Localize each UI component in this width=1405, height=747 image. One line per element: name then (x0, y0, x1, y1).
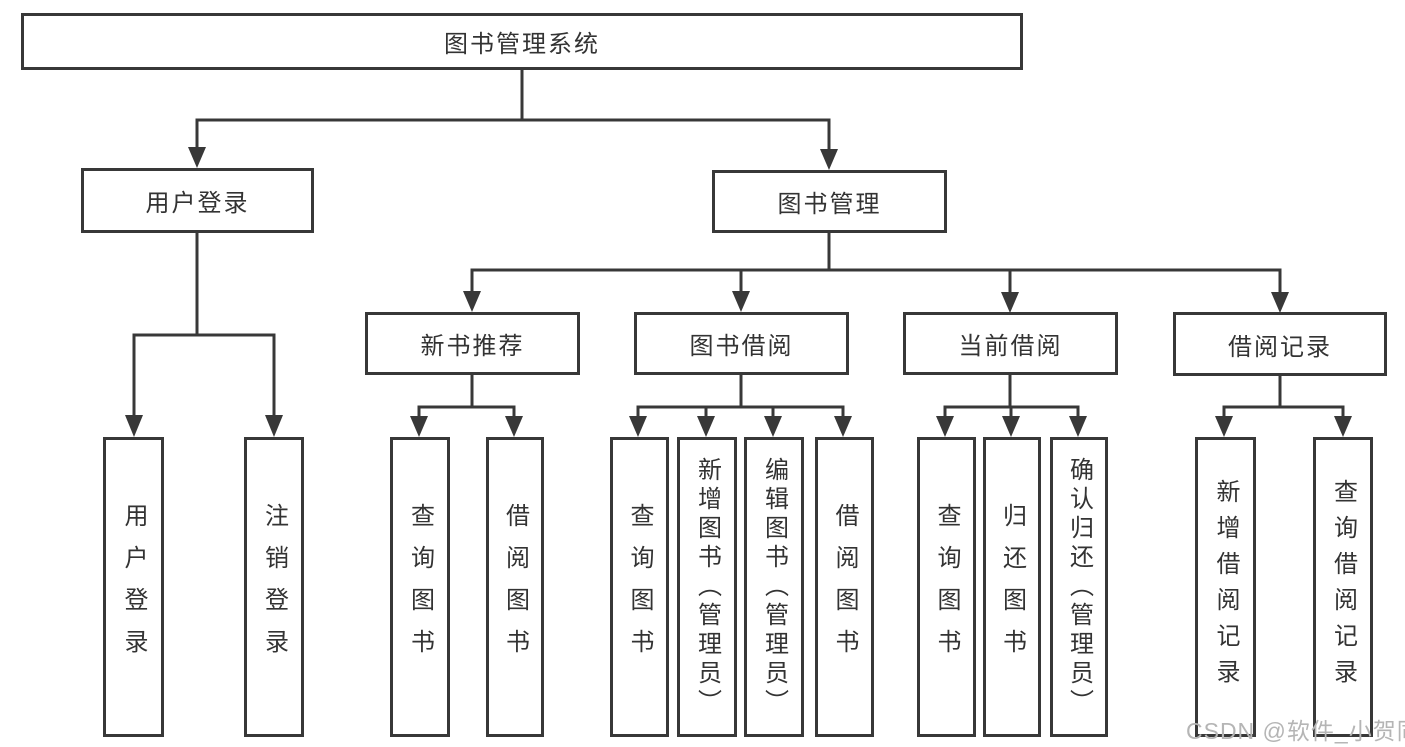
node-book-borrow: 图书借阅 (634, 312, 849, 375)
node-new-book-recommend: 新书推荐 (365, 312, 580, 375)
node-root: 图书管理系统 (21, 13, 1023, 70)
leaf-user-login: 用户登录 (103, 437, 164, 737)
node-current-borrow: 当前借阅 (903, 312, 1118, 375)
leaf-borrow-books-recommend: 借阅图书 (486, 437, 544, 737)
leaf-edit-books-admin: 编辑图书（管理员） (744, 437, 804, 737)
leaf-add-books-admin: 新增图书（管理员） (677, 437, 737, 737)
watermark: CSDN @软件_小贺同学 (1186, 718, 1405, 744)
connector-root-to-level2 (188, 70, 838, 170)
node-borrow-records: 借阅记录 (1173, 312, 1387, 376)
connector-borrow-records-children (1215, 376, 1352, 437)
connector-user-login-children (125, 232, 283, 437)
node-book-management: 图书管理 (712, 170, 947, 233)
leaf-logout: 注销登录 (244, 437, 304, 737)
leaf-borrow-books: 借阅图书 (815, 437, 874, 737)
leaf-query-books-recommend: 查询图书 (390, 437, 450, 737)
leaf-query-books-borrow: 查询图书 (610, 437, 669, 737)
leaf-confirm-return-admin: 确认归还（管理员） (1050, 437, 1108, 737)
leaf-add-borrow-record: 新增借阅记录 (1195, 437, 1256, 737)
connector-book-borrow-children (629, 375, 852, 437)
leaf-query-borrow-record: 查询借阅记录 (1313, 437, 1373, 737)
leaf-return-books: 归还图书 (983, 437, 1041, 737)
connector-book-management-groups (463, 233, 1289, 313)
leaf-query-books-current: 查询图书 (917, 437, 976, 737)
node-user-login: 用户登录 (81, 168, 314, 233)
connector-current-borrow-children (936, 375, 1087, 437)
connector-new-book-recommend-children (410, 375, 523, 437)
